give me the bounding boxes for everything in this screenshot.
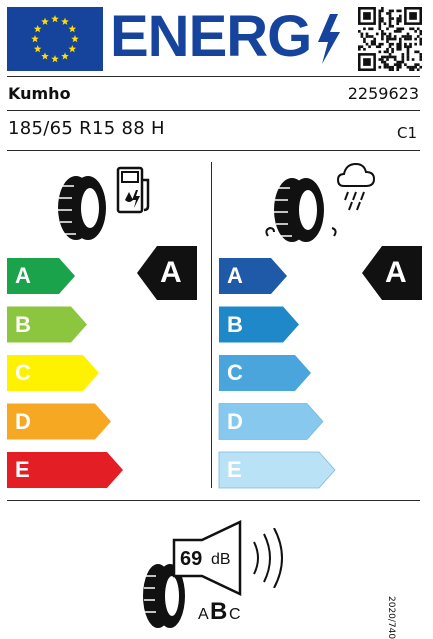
sound-waves-icon (253, 528, 283, 588)
eu-star-icon (68, 25, 77, 33)
wet-class-label-c: C (227, 360, 243, 385)
fuel-class-bar-a (7, 258, 75, 294)
eu-star-icon (51, 55, 59, 63)
eu-star-icon (71, 35, 79, 43)
speaker-icon (172, 520, 242, 596)
divider (7, 76, 420, 77)
divider (7, 110, 420, 111)
eu-star-icon (41, 17, 49, 25)
fuel-rating-arrow (137, 246, 197, 300)
wet-rating-arrow (362, 246, 422, 300)
wet-class-bar-e (218, 451, 336, 489)
regulation-number: 2020/740 (386, 596, 396, 639)
fuel-class-bar-c (7, 355, 99, 391)
wet-class-label-a: A (227, 263, 243, 288)
noise-class-c: C (229, 606, 241, 623)
qr-code-icon (358, 7, 422, 71)
wet-class-bar-b (219, 306, 299, 343)
noise-unit: dB (211, 551, 231, 568)
divider (7, 150, 420, 151)
fuel-class-label-e: E (15, 457, 30, 482)
wet-class-bar-c (219, 355, 311, 391)
wet-class-bar-d (218, 403, 324, 440)
fuel-class-label-a: A (15, 263, 31, 288)
eu-star-icon (68, 45, 77, 53)
eu-star-icon (61, 52, 69, 60)
brand-name: Kumho (8, 84, 71, 103)
divider (7, 500, 420, 501)
wet-class-label-e: E (227, 457, 242, 482)
energy-title: ENERG (110, 4, 312, 69)
wet-rating-letter: A (385, 256, 407, 289)
wet-class-label-b: B (227, 311, 243, 337)
eu-star-icon (33, 45, 42, 53)
tyre-size: 185/65 R15 88 H (8, 118, 165, 139)
eu-star-icon (41, 52, 49, 60)
fuel-rating-letter: A (160, 256, 182, 289)
fuel-class-bar-e (7, 452, 123, 488)
wet-grip-icon (265, 162, 376, 242)
fuel-class-label-d: D (15, 408, 31, 434)
fuel-scale (7, 258, 123, 488)
wet-class-bar-a (219, 258, 287, 294)
fuel-class-label-b: B (15, 311, 31, 337)
fuel-class-label-c: C (15, 360, 31, 385)
lightning-icon (318, 14, 340, 64)
column-divider (211, 162, 212, 488)
fuel-class-bar-d (7, 403, 111, 440)
fuel-class-bar-b (7, 306, 87, 343)
noise-class-a: A (198, 606, 209, 623)
noise-class-b: B (210, 598, 228, 625)
eu-flag-icon (7, 7, 103, 71)
eu-star-icon (61, 17, 69, 25)
noise-value: 69 (180, 548, 203, 570)
eu-star-icon (31, 35, 39, 43)
noise-tyre-icon (143, 564, 185, 628)
tyre-class: C1 (396, 124, 417, 142)
article-number: 2259623 (347, 84, 419, 103)
fuel-efficiency-icon (58, 166, 150, 240)
eu-star-icon (33, 25, 42, 33)
wet-scale (218, 258, 336, 489)
wet-class-label-d: D (227, 408, 243, 434)
eu-star-icon (51, 15, 59, 23)
